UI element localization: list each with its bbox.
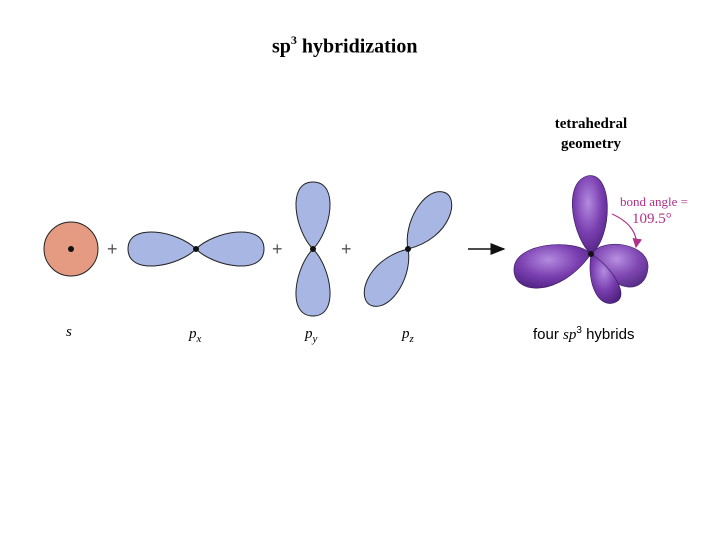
label-px: px xyxy=(189,326,202,345)
s-orbital xyxy=(43,221,99,277)
svg-text:+: + xyxy=(272,239,283,259)
geometry-label-line2: geometry xyxy=(561,136,621,152)
label-py: py xyxy=(305,326,318,345)
sp3-hybrid-orbitals xyxy=(513,175,649,304)
geometry-label: tetrahedral geometry xyxy=(536,114,646,154)
geometry-label-line1: tetrahedral xyxy=(554,116,628,132)
label-s: s xyxy=(66,324,72,340)
bond-angle-value: 109.5° xyxy=(632,211,672,227)
bond-angle-arc xyxy=(611,213,643,249)
label-pz: pz xyxy=(402,326,414,345)
pz-orbital xyxy=(363,191,453,307)
bond-angle-label: bond angle = xyxy=(620,194,688,209)
py-orbital xyxy=(295,181,331,317)
label-four-sp3-hybrids: four sp3 hybrids xyxy=(533,325,635,343)
page-title: sp3 hybridization xyxy=(272,33,418,58)
svg-text:+: + xyxy=(341,239,352,259)
plus-signs: + + + xyxy=(107,239,352,259)
svg-text:+: + xyxy=(107,239,118,259)
px-orbital xyxy=(127,231,265,267)
